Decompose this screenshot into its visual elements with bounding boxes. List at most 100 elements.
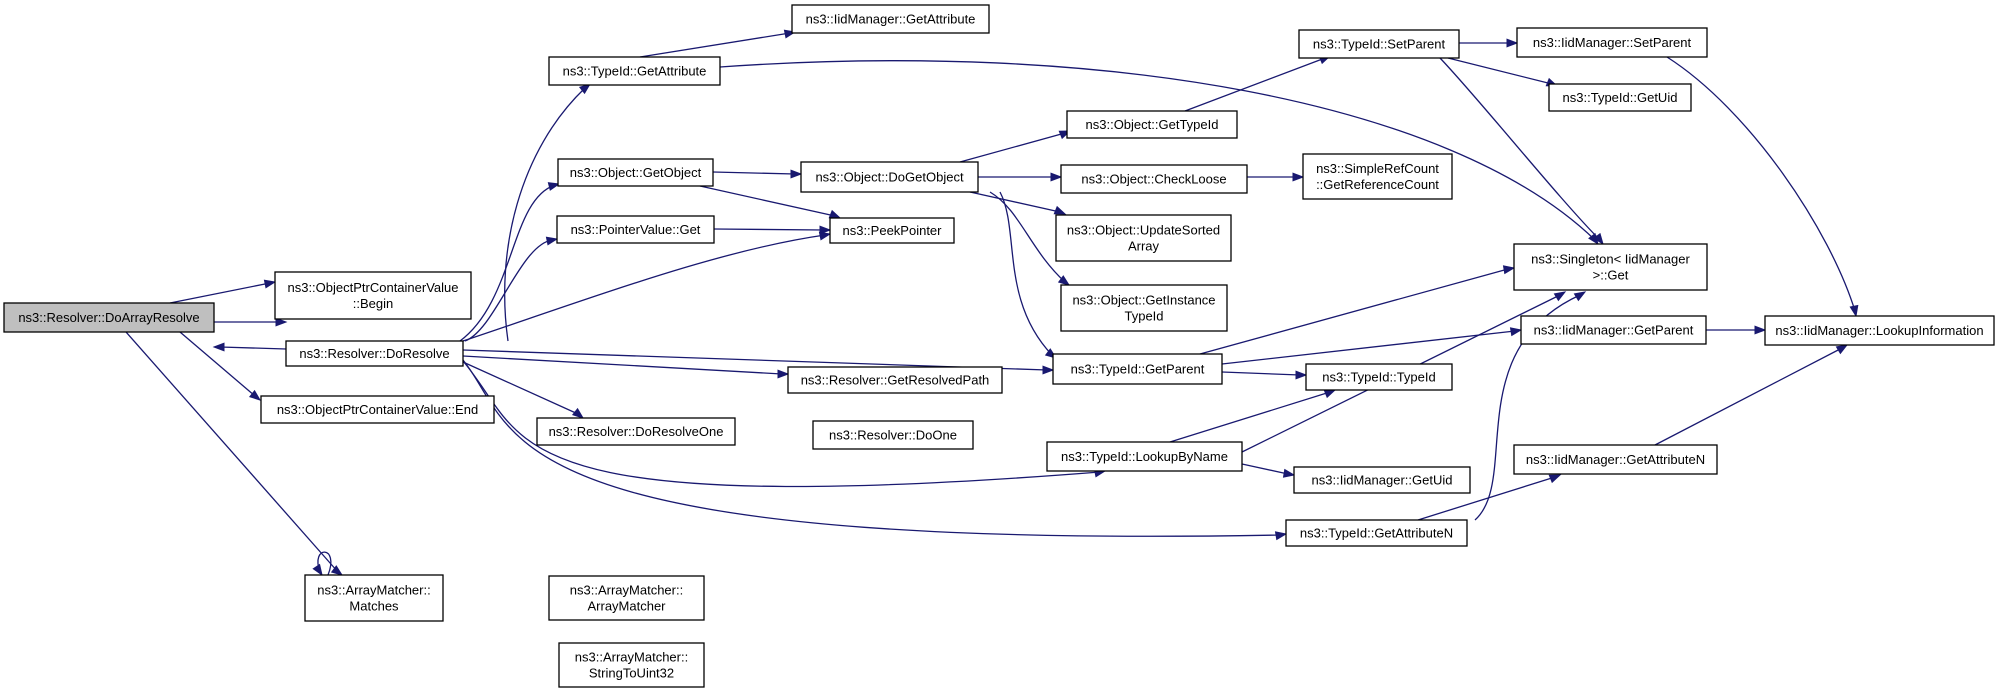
node-am-str[interactable]: ns3::ArrayMatcher::StringToUint32 bbox=[558, 642, 705, 688]
node-label: >::Get bbox=[1593, 268, 1629, 283]
arrowhead bbox=[1292, 172, 1305, 182]
node-getresolvedpath[interactable]: ns3::Resolver::GetResolvedPath bbox=[787, 366, 1003, 394]
node-ptr-get[interactable]: ns3::PointerValue::Get bbox=[556, 215, 715, 244]
arrowhead bbox=[1042, 365, 1055, 375]
edge-doarrayresolve-to-ptrend bbox=[179, 331, 262, 401]
edge-line bbox=[1241, 463, 1289, 475]
edge-obj_dogetobject-to-obj_updatesorted bbox=[969, 191, 1067, 215]
node-obj-checkloose[interactable]: ns3::Object::CheckLoose bbox=[1060, 164, 1248, 194]
edge-obj_getobject-to-peekpointer bbox=[699, 185, 842, 219]
node-tid-getuid[interactable]: ns3::TypeId::GetUid bbox=[1548, 83, 1692, 112]
node-label: StringToUint32 bbox=[589, 666, 674, 681]
node-label: ns3::Object::GetInstance bbox=[1072, 293, 1215, 308]
node-iid-setparent[interactable]: ns3::IidManager::SetParent bbox=[1516, 27, 1708, 58]
edge-line bbox=[1666, 56, 1856, 312]
arrowhead bbox=[790, 169, 803, 179]
edge-doarrayresolve-to-doresolve bbox=[214, 317, 288, 327]
node-label: ns3::TypeId::TypeId bbox=[1322, 370, 1435, 385]
node-singleton-get[interactable]: ns3::Singleton< IidManager >::Get bbox=[1513, 243, 1708, 291]
edge-line bbox=[462, 359, 1281, 537]
edge-line bbox=[462, 355, 783, 375]
node-box bbox=[557, 158, 714, 187]
edge-line bbox=[1184, 57, 1326, 112]
arrowhead bbox=[1593, 232, 1604, 246]
node-doone[interactable]: ns3::Resolver::DoOne bbox=[812, 420, 974, 450]
node-iid-lookupinfo[interactable]: ns3::IidManager::LookupInformation bbox=[1764, 315, 1995, 346]
node-tid-lookupbyname[interactable]: ns3::TypeId::LookupByName bbox=[1046, 441, 1243, 472]
node-matches[interactable]: ns3::ArrayMatcher::Matches bbox=[304, 574, 444, 622]
node-ptrbegin[interactable]: ns3::ObjectPtrContainerValue::Begin bbox=[274, 271, 472, 320]
node-tid-getattr[interactable]: ns3::TypeId::GetAttribute bbox=[548, 56, 721, 86]
edge-doresolve-to-getresolvedpath bbox=[462, 355, 790, 379]
node-box bbox=[536, 417, 736, 446]
node-iid-getattr[interactable]: ns3::IidManager::GetAttribute bbox=[791, 4, 990, 34]
edge-line bbox=[125, 331, 339, 573]
arrowhead bbox=[1835, 344, 1849, 355]
node-box bbox=[3, 302, 215, 333]
node-label: ns3::IidManager::GetParent bbox=[1534, 323, 1694, 338]
arrowhead bbox=[777, 369, 790, 379]
edge-line bbox=[219, 346, 287, 350]
node-box bbox=[800, 161, 979, 193]
node-box bbox=[1302, 153, 1453, 200]
node-box bbox=[1052, 353, 1223, 385]
node-box bbox=[829, 217, 955, 244]
node-label: ns3::Object::CheckLoose bbox=[1081, 172, 1226, 187]
node-tid-getparent[interactable]: ns3::TypeId::GetParent bbox=[1052, 353, 1223, 385]
arrowhead bbox=[1548, 474, 1562, 484]
node-tid-getattrn[interactable]: ns3::TypeId::GetAttributeN bbox=[1285, 519, 1468, 547]
node-peekpointer[interactable]: ns3::PeekPointer bbox=[829, 217, 955, 244]
node-am-ctor[interactable]: ns3::ArrayMatcher::ArrayMatcher bbox=[548, 575, 705, 621]
edge-iid_setparent-to-iid_lookupinfo bbox=[1666, 56, 1859, 318]
edge-iid_getattrn-to-iid_lookupinfo bbox=[1654, 344, 1849, 446]
node-obj-gettypeid[interactable]: ns3::Object::GetTypeId bbox=[1066, 110, 1238, 139]
edge-line bbox=[179, 331, 256, 397]
node-box bbox=[1305, 363, 1453, 391]
node-label: ns3::TypeId::LookupByName bbox=[1061, 449, 1228, 464]
node-label: ns3::ObjectPtrContainerValue bbox=[287, 280, 458, 295]
node-obj-dogetobject[interactable]: ns3::Object::DoGetObject bbox=[800, 161, 979, 193]
edge-line bbox=[317, 551, 332, 576]
edge-tid_setparent-to-singleton_get bbox=[1439, 57, 1604, 246]
edge-doarrayresolve-to-ptrbegin bbox=[169, 279, 277, 304]
node-label: ns3::Object::GetTypeId bbox=[1086, 117, 1219, 132]
node-tid-typeid[interactable]: ns3::TypeId::TypeId bbox=[1305, 363, 1453, 391]
node-iid-getuid[interactable]: ns3::IidManager::GetUid bbox=[1293, 466, 1471, 494]
edge-line bbox=[1439, 57, 1601, 241]
node-refcount[interactable]: ns3::SimpleRefCount::GetReferenceCount bbox=[1302, 153, 1453, 200]
node-box bbox=[787, 366, 1003, 394]
edge-line bbox=[1447, 57, 1553, 85]
node-iid-getparent[interactable]: ns3::IidManager::GetParent bbox=[1520, 315, 1707, 345]
arrowhead bbox=[1053, 205, 1067, 215]
node-box bbox=[556, 215, 715, 244]
edge-line bbox=[1169, 391, 1331, 443]
edge-line bbox=[1417, 476, 1556, 521]
edge-tid_setparent-to-iid_setparent bbox=[1459, 38, 1519, 48]
node-iid-getattrn[interactable]: ns3::IidManager::GetAttributeN bbox=[1513, 444, 1718, 475]
node-box bbox=[1066, 110, 1238, 139]
node-ptrend[interactable]: ns3::ObjectPtrContainerValue::End bbox=[260, 395, 495, 424]
edge-tid_getparent-to-singleton_get bbox=[1199, 265, 1516, 355]
node-box bbox=[548, 56, 721, 86]
node-box bbox=[1548, 83, 1692, 112]
node-doarrayresolve[interactable]: ns3::Resolver::DoArrayResolve bbox=[3, 302, 215, 333]
arrowhead bbox=[1050, 172, 1063, 182]
node-obj-getobject[interactable]: ns3::Object::GetObject bbox=[557, 158, 714, 187]
node-tid-setparent[interactable]: ns3::TypeId::SetParent bbox=[1298, 29, 1460, 59]
edge-line bbox=[504, 87, 586, 342]
node-box bbox=[791, 4, 990, 34]
node-label: ns3::TypeId::GetAttribute bbox=[563, 64, 707, 79]
edge-obj_dogetobject-to-obj_gettypeid bbox=[959, 130, 1072, 163]
node-box bbox=[1046, 441, 1243, 472]
node-doresolve[interactable]: ns3::Resolver::DoResolve bbox=[285, 340, 464, 367]
node-label: ns3::Resolver::DoResolve bbox=[299, 346, 449, 361]
edge-tid_lookupbyname-to-tid_typeid bbox=[1169, 389, 1337, 443]
node-box bbox=[285, 340, 464, 367]
node-label: ns3::SimpleRefCount bbox=[1316, 161, 1439, 176]
arrowhead bbox=[263, 279, 277, 289]
arrowhead bbox=[1282, 468, 1296, 478]
node-doresolveone[interactable]: ns3::Resolver::DoResolveOne bbox=[536, 417, 736, 446]
edge-line bbox=[462, 361, 579, 415]
